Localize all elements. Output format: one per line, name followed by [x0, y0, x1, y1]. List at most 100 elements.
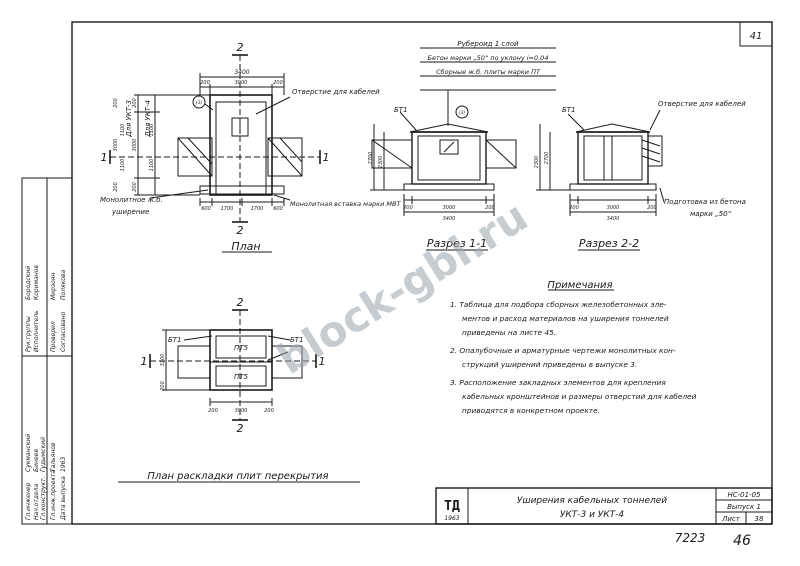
slab-top-label: ПТ5 — [234, 344, 249, 352]
plan-dims-right: 200 3000 1100 1100 200 — [113, 98, 126, 192]
title-issue: Выпуск 1 — [727, 503, 761, 511]
stamp-name: Тальянов — [50, 442, 57, 472]
plan-dim-left-1: 200 — [132, 98, 138, 108]
watermark-text: block-gbi.ru — [269, 191, 536, 383]
section-2-2-drawing — [536, 109, 665, 216]
section22-callout-prep2: марки „50“ — [690, 210, 732, 218]
plan-drawing — [109, 54, 321, 223]
section11-caption: Разрез 1-1 — [427, 237, 487, 250]
slab-plan-drawing — [149, 309, 317, 421]
section11-dim-total: 3400 — [443, 216, 456, 222]
stamp-name: Бородский — [25, 266, 32, 300]
bottom-number-2: 46 — [733, 533, 751, 549]
slab-caption: План раскладки плит перекрытия — [147, 471, 328, 482]
section22-callout-prep: Подготовка из бетона — [664, 198, 746, 206]
section11-layer-1: Рубероид 1 слой — [457, 40, 519, 48]
plan-dim-bottom-1: 600 — [201, 206, 211, 212]
plan-dim-top-3: 200 — [273, 80, 283, 86]
stamp-role: Гл.конструкт. — [40, 476, 47, 520]
slab-dim-left-2: 200 — [160, 381, 166, 391]
plan-label-ukt3: Для УКТ-3 — [125, 100, 133, 138]
plan-dim-right-4: 1100 — [120, 159, 126, 172]
stamp-name: Гудымский — [40, 437, 47, 472]
stamp-role: Рук.группы — [25, 316, 32, 352]
section11-mark-circle: (3) — [459, 110, 466, 116]
section22-dim-bottom-2: 3000 — [607, 205, 620, 211]
plan-dim-right-3: 1100 — [120, 124, 126, 137]
plan-dim-left-5: 200 — [132, 182, 138, 192]
plan-side-mark-left: 1 — [101, 151, 108, 164]
note-line: струкций уширений приведены в выпуске 3. — [462, 360, 637, 369]
section11-label-bt1: БТ1 — [394, 106, 408, 114]
section22-dim-bottom-3: 200 — [647, 205, 657, 211]
slab-dim-bottom-2: 3000 — [235, 408, 248, 414]
title-logo: ТД — [444, 499, 460, 514]
stamp-name: Бинеев — [33, 449, 40, 472]
stamp-name: Полякова — [60, 270, 67, 300]
stamp-role: Согласовано — [60, 311, 67, 352]
side-stamp-grid — [21, 177, 73, 525]
bottom-number: 7223 — [675, 531, 706, 545]
section22-callout-hole: Отверстие для кабелей — [658, 100, 746, 108]
stamp-role: Дата выпуска — [60, 476, 67, 521]
plan-dim-left-2: 3000 — [132, 139, 138, 152]
slab-side-mark-left: 1 — [141, 355, 148, 368]
slab-bottom-label: ПТ5 — [234, 373, 249, 381]
section11-dim-left-2: 2300 — [378, 156, 384, 169]
slab-section-mark-top: 2 — [237, 296, 244, 309]
slab-dim-left-1: 3200 — [160, 354, 166, 367]
plan-dim-bottom-3: 1700 — [251, 206, 264, 212]
stamp-role: Гл.инж.проекта — [50, 470, 57, 520]
stamp-role: Нач.отдела — [33, 484, 40, 520]
title-line-1: Уширения кабельных тоннелей — [517, 496, 667, 506]
plan-dim-top-1: 200 — [200, 80, 210, 86]
plan-callout-widening: уширение — [111, 208, 149, 216]
stamp-name: 1963 — [60, 457, 67, 472]
title-line-2: УКТ-3 и УКТ-4 — [560, 510, 625, 520]
stamp-role: Гл.инженер — [25, 482, 32, 520]
section22-dim-bottom-1: 200 — [569, 205, 579, 211]
plan-dim-overall: 3400 — [234, 69, 249, 76]
side-stamp: Гл.инженер Нач.отдела Гл.конструкт. Гл.и… — [25, 265, 67, 521]
plan-dim-top-2: 3000 — [235, 80, 248, 86]
plan-dim-right-1: 200 — [113, 98, 119, 108]
note-line: кабельных кронштейнов и размеры отверсти… — [462, 392, 697, 401]
section11-dim-bottom-3: 200 — [485, 205, 495, 211]
note-line: 1. Таблица для подбора сборных железобет… — [450, 300, 667, 309]
plan-dim-right-2: 3000 — [113, 139, 119, 152]
slab-section-mark-bottom: 2 — [237, 422, 244, 435]
section22-dim-left-1: 2300 — [534, 156, 540, 169]
plan-dim-bottom-4: 600 — [273, 206, 283, 212]
plan-dims-left: 200 3000 1100 1100 200 — [132, 98, 155, 192]
note-line: ментов и расход материалов на уширения т… — [462, 314, 669, 323]
stamp-name: Кориманов — [33, 265, 40, 300]
corner-number: 41 — [750, 31, 763, 42]
section-1-1-drawing — [370, 47, 556, 216]
notes-heading: Примечания — [547, 280, 612, 291]
plan-caption: План — [231, 240, 260, 253]
stamp-role: Проверил — [50, 321, 57, 352]
plan-callout-insert: Монолитная вставка марки МВТ — [290, 200, 401, 208]
section22-dim-total: 3400 — [607, 216, 620, 222]
section11-layer-3: Сборные ж.б. плиты марки ПТ — [436, 68, 541, 76]
stamp-name: Мирзоян — [50, 273, 57, 300]
title-sheet-number: 38 — [755, 515, 764, 523]
notes-list: 1. Таблица для подбора сборных железобет… — [450, 300, 697, 415]
title-sheet-label: Лист — [721, 515, 741, 523]
note-line: приведены на листе 45. — [462, 328, 556, 337]
title-code: НС-01-05 — [727, 491, 761, 499]
section11-dim-bottom-2: 3000 — [443, 205, 456, 211]
note-line: 2. Опалубочные и арматурные чертежи моно… — [450, 346, 676, 355]
plan-label-ukt4: Для УКТ-4 — [144, 100, 152, 138]
title-year: 1963 — [444, 515, 459, 522]
plan-dim-left-4: 1100 — [149, 159, 155, 172]
slab-dim-bottom-3: 200 — [264, 408, 274, 414]
section11-dim-bottom-1: 200 — [403, 205, 413, 211]
plan-dim-left-3: 1100 — [149, 124, 155, 137]
plan-section-mark-bottom: 2 — [237, 224, 244, 237]
note-line: 3. Расположение закладных элементов для … — [450, 378, 666, 387]
plan-side-mark-right: 1 — [323, 151, 330, 164]
plan-callout-monolithic: Монолитное ж.б. — [100, 196, 163, 204]
title-block-grid — [435, 487, 773, 525]
